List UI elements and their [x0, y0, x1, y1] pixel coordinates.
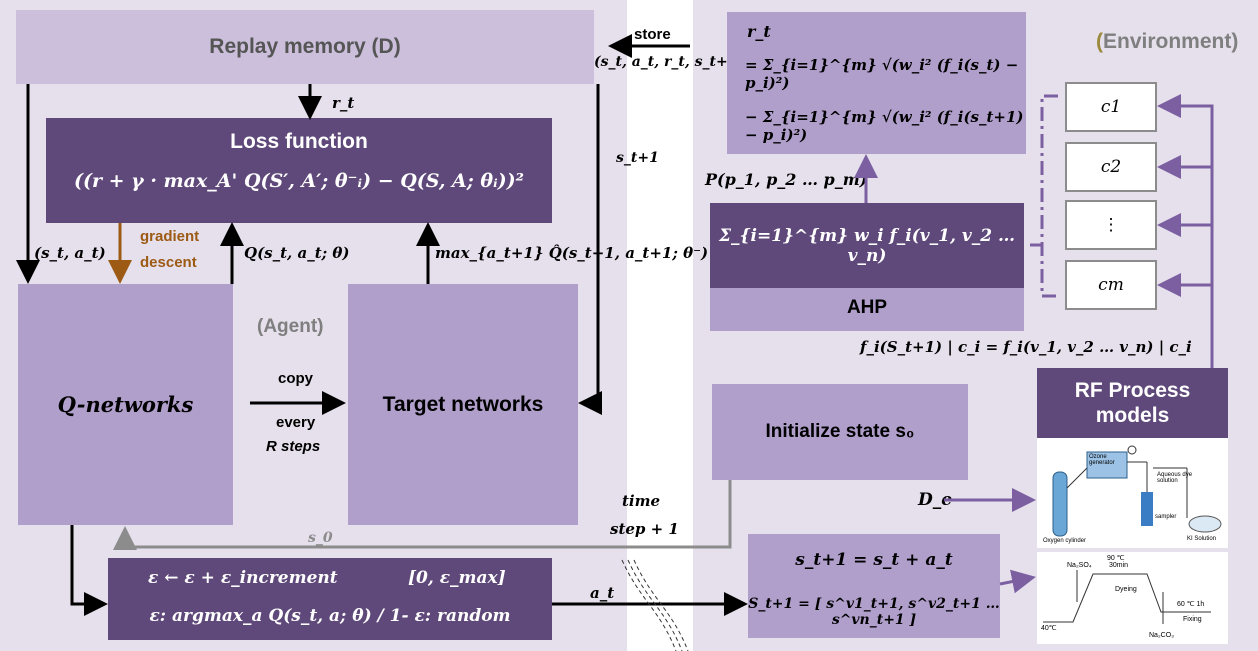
loss-function-formula: ((r + γ · max_A' Q(S′, A′; θ⁻ᵢ) − Q(S, A… [74, 170, 524, 192]
init-state-feedback-arrow [113, 480, 732, 550]
q-networks-label: Q-networks [57, 392, 194, 417]
reward-rt: r_t [747, 22, 771, 41]
rf-to-criteria-arrow [1157, 94, 1214, 368]
state-update-line-2: S_t+1 = [ s^v1_t+1, s^v2_t+1 … s^vn_t+1 … [748, 596, 1000, 628]
state-update-box: s_t+1 = s_t + a_t S_t+1 = [ s^v1_t+1, s^… [748, 534, 1000, 638]
profile-label-40: 40℃ [1041, 625, 1057, 632]
replay-memory-box: Replay memory (D) [16, 10, 594, 84]
copy-label: copy [278, 370, 314, 387]
profile-label-fixing: Fixing [1183, 616, 1202, 623]
time-label: time [622, 492, 661, 510]
initialize-state-box: Initialize state s₀ [712, 384, 968, 480]
max-q-label: max_{a_t+1} Q̂(s_t+1, a_t+1; θ⁻) [435, 244, 709, 262]
epsilon-update: ε ← ε + ε_increment [148, 568, 338, 588]
apparatus-drawing [1052, 445, 1222, 537]
criterion-c2: c2 [1100, 157, 1122, 177]
apparatus-label-ozone: Ozone generator [1089, 454, 1115, 466]
criterion-c1: c1 [1100, 97, 1122, 117]
criterion-c1-box: c1 [1065, 82, 1157, 132]
apparatus-label-oxygen: Oxygen cylinder [1043, 538, 1087, 544]
reward-formula-box: r_t = Σ_{i=1}^{m} √(w_i² (f_i(s_t) − p_i… [727, 12, 1026, 154]
reward-line-1: = Σ_{i=1}^{m} √(w_i² (f_i(s_t) − p_i)²) [745, 56, 1019, 92]
preference-vector-label: P(p_1, p_2 … p_m) [705, 170, 868, 189]
q-to-policy-arrow [70, 525, 108, 616]
target-networks-label: Target networks [382, 392, 544, 416]
time-step-dashed-curve-3 [633, 559, 689, 651]
transition-label: (s_t, a_t, r_t, s_t+1) [594, 54, 745, 70]
rf-title-line-1: RF Process [1074, 378, 1191, 402]
agent-label: (Agent) [257, 316, 324, 337]
criteria-bracket [1040, 94, 1058, 298]
state-update-line-1: s_t+1 = s_t + a_t [795, 550, 953, 570]
profile-label-na2co3: Na₂CO₃ [1149, 632, 1175, 639]
every-label: every [276, 414, 316, 431]
profile-label-30min: 30min [1109, 562, 1129, 569]
environment-title-word: Environment) [1103, 30, 1239, 53]
dyeing-profile-drawing [1043, 570, 1211, 624]
epsilon-policy: ε: argmax_a Q(s_t, a; θ) / 1- ε: random [149, 606, 511, 626]
profile-label-60: 60 ℃ 1h [1177, 601, 1205, 608]
ahp-label: AHP [846, 297, 888, 318]
store-label: store [634, 26, 671, 43]
apparatus-label-ki: KI Solution [1187, 536, 1217, 542]
next-state-label: s_t+1 [616, 150, 659, 166]
r-steps-label: R steps [266, 438, 321, 455]
rf-title-line-2: models [1095, 404, 1170, 427]
environment-paren: ( [1096, 30, 1103, 53]
time-step-dashed-curve-2 [627, 559, 683, 651]
loss-function-title: Loss function [230, 130, 368, 153]
ahp-formula: Σ_{i=1}^{m} w_i f_i(v_1, v_2 … v_n) [719, 225, 1015, 266]
dyeing-profile-image: 90 ℃ 30min Na₂SO₄ Dyeing 60 ℃ 1h Fixing … [1037, 552, 1228, 644]
s0-label: s_0 [308, 530, 333, 546]
criterion-dots-box: ⋮ [1065, 200, 1157, 250]
reward-rt-label: r_t [332, 94, 355, 112]
environment-title: (Environment) [1096, 30, 1238, 54]
ahp-box: Σ_{i=1}^{m} w_i f_i(v_1, v_2 … v_n) AHP [710, 203, 1024, 331]
epsilon-range: [0, ε_max] [408, 568, 506, 588]
reward-line-2: − Σ_{i=1}^{m} √(w_i² (f_i(s_t+1) − p_i)²… [745, 108, 1024, 144]
action-at-label: a_t [590, 584, 615, 602]
descent-label: descent [140, 254, 197, 271]
criterion-c2-box: c2 [1065, 142, 1157, 192]
rf-process-title-box: RF Process models [1037, 368, 1228, 438]
ahp-formula-box: Σ_{i=1}^{m} w_i f_i(v_1, v_2 … v_n) [710, 203, 1024, 288]
initialize-state-label: Initialize state s₀ [765, 421, 915, 442]
profile-label-dyeing: Dyeing [1115, 586, 1137, 593]
next-state-to-target-arrow [578, 84, 602, 415]
loss-function-box: Loss function ((r + γ · max_A' Q(S′, A′;… [46, 118, 552, 223]
q-networks-box: Q-networks [18, 284, 233, 525]
step-label: step + 1 [610, 520, 679, 538]
apparatus-label-sampler: sampler [1155, 514, 1177, 520]
policy-box: ε ← ε + ε_increment [0, ε_max] ε: argmax… [108, 558, 552, 640]
apparatus-label-dye: Aqueous dye solution [1157, 472, 1193, 484]
criterion-cm: cm [1098, 275, 1124, 295]
time-step-dashed-curve-1 [621, 559, 677, 651]
profile-label-90: 90 ℃ [1107, 555, 1125, 562]
profile-label-na2so4: Na₂SO₄ [1067, 562, 1092, 569]
criterion-cm-box: cm [1065, 260, 1157, 310]
fi-equation-label: f_i(S_t+1) | c_i = f_i(v_1, v_2 … v_n) |… [860, 338, 1192, 356]
state-action-label: (s_t, a_t) [34, 244, 106, 262]
ozonation-apparatus-image: Ozone generator Aqueous dye solution sam… [1037, 438, 1228, 548]
replay-memory-label: Replay memory (D) [209, 35, 401, 58]
criterion-dots: ⋮ [1102, 215, 1120, 234]
gradient-label: gradient [140, 228, 200, 245]
target-networks-box: Target networks [348, 284, 578, 525]
de-label: D_e [918, 490, 953, 510]
q-value-label: Q(s_t, a_t; θ) [244, 244, 350, 262]
state-to-rf-arrow [999, 569, 1036, 594]
